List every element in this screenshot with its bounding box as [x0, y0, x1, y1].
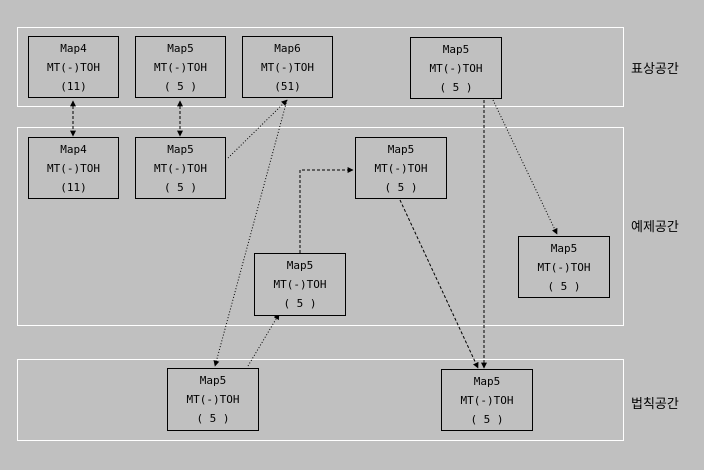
node-value-label: ( 5 )	[283, 297, 317, 310]
node-n5: Map4 MT(-)TOH (11)	[28, 137, 119, 199]
edge-n7-n11	[399, 199, 479, 369]
node-n3: Map6 MT(-)TOH (51)	[242, 36, 333, 98]
edge-n10-n8	[247, 313, 280, 367]
region-label-rule: 법칙공간	[631, 397, 679, 412]
node-method-label: MT(-)TOH	[154, 161, 207, 175]
node-value-label: ( 5 )	[384, 180, 418, 194]
region-label-example: 예제공간	[631, 220, 679, 235]
node-value-label: ( 5 )	[196, 412, 230, 425]
node-map-label: Map5	[387, 142, 415, 156]
node-value-label: (51)	[274, 79, 301, 93]
node-method-label: MT(-)TOH	[261, 60, 314, 74]
node-n4: Map5 MT(-)TOH ( 5 )	[410, 37, 502, 99]
node-map-label: Map5	[199, 374, 227, 387]
node-map-label: Map4	[60, 142, 87, 156]
node-value-label: ( 5 )	[163, 180, 198, 194]
node-method-label: MT(-)TOH	[374, 161, 428, 175]
node-value-label: (11)	[60, 180, 87, 194]
edge-n4-n9	[492, 99, 558, 235]
region-label-representation: 표상공간	[631, 62, 679, 77]
region-representation-space	[17, 27, 624, 107]
edge-n6-n3	[227, 99, 288, 159]
node-method-label: MT(-)TOH	[537, 260, 591, 274]
node-method-label: MT(-)TOH	[47, 161, 100, 175]
node-value-label: ( 5 )	[163, 79, 198, 93]
node-method-label: MT(-)TOH	[273, 278, 327, 291]
node-map-label: Map4	[60, 41, 87, 55]
region-rule-space	[17, 359, 624, 441]
node-value-label: ( 5 )	[439, 80, 473, 94]
node-map-label: Map5	[550, 241, 578, 255]
node-n1: Map4 MT(-)TOH (11)	[28, 36, 119, 98]
node-method-label: MT(-)TOH	[429, 61, 483, 75]
node-method-label: MT(-)TOH	[460, 393, 514, 407]
node-value-label: ( 5 )	[547, 279, 581, 293]
node-value-label: (11)	[60, 79, 87, 93]
node-n6: Map5 MT(-)TOH ( 5 )	[135, 137, 226, 199]
node-n2: Map5 MT(-)TOH ( 5 )	[135, 36, 226, 98]
node-map-label: Map5	[167, 142, 194, 156]
node-map-label: Map5	[286, 259, 314, 272]
node-n11: Map5 MT(-)TOH ( 5 )	[441, 369, 533, 431]
node-n7: Map5 MT(-)TOH ( 5 )	[355, 137, 447, 199]
node-map-label: Map5	[473, 374, 501, 388]
node-map-label: Map5	[442, 42, 470, 56]
node-method-label: MT(-)TOH	[186, 393, 240, 406]
edge-n3-n10	[213, 99, 288, 367]
node-method-label: MT(-)TOH	[47, 60, 100, 74]
node-n8: Map5 MT(-)TOH ( 5 )	[254, 253, 346, 316]
node-value-label: ( 5 )	[470, 412, 504, 426]
node-n10: Map5 MT(-)TOH ( 5 )	[167, 368, 259, 431]
node-map-label: Map6	[274, 41, 301, 55]
node-map-label: Map5	[167, 41, 194, 55]
edge-n8-n7	[299, 167, 354, 253]
region-example-space	[17, 127, 624, 326]
node-n9: Map5 MT(-)TOH ( 5 )	[518, 236, 610, 298]
node-method-label: MT(-)TOH	[154, 60, 207, 74]
